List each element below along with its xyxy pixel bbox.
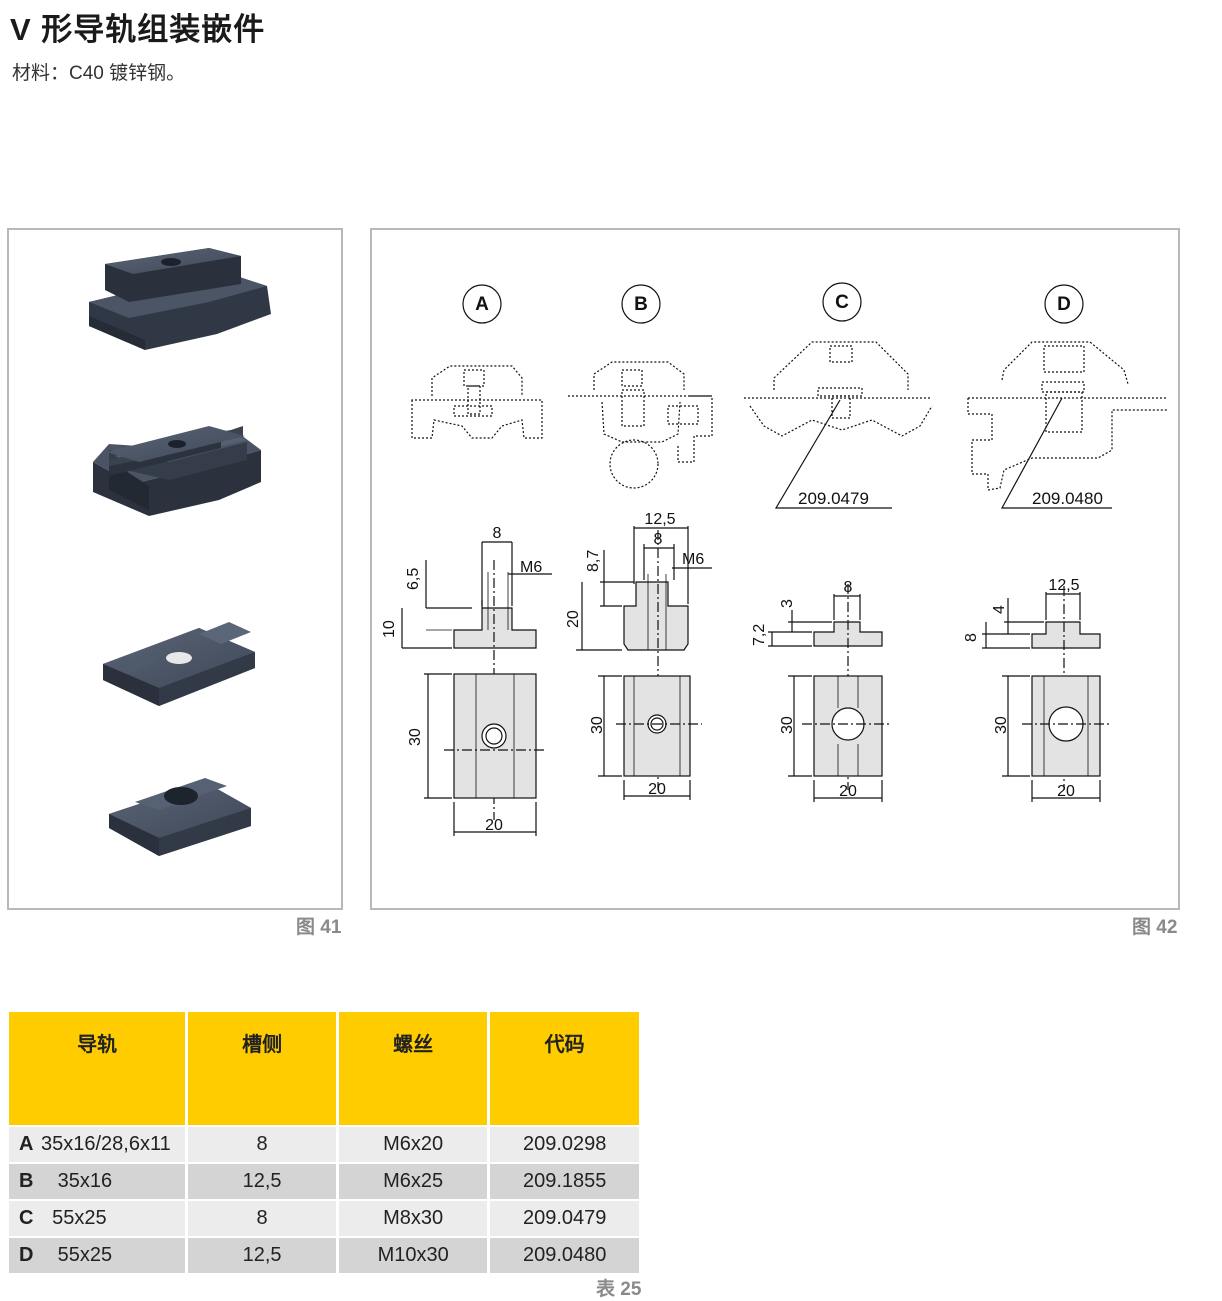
svg-text:8: 8 <box>844 579 853 596</box>
table-25-caption: 表 25 <box>596 1279 642 1300</box>
assembly-c <box>744 341 933 437</box>
table-row: D 55x25 12,5 M10x30 209.0480 <box>9 1238 639 1273</box>
svg-text:8: 8 <box>654 531 663 548</box>
svg-text:12,5: 12,5 <box>1048 577 1079 594</box>
svg-text:12,5: 12,5 <box>644 511 675 528</box>
assembly-a <box>411 365 543 439</box>
svg-text:6,5: 6,5 <box>405 568 422 590</box>
insert-render-b <box>93 426 261 516</box>
code-cell: 209.1855 <box>490 1164 639 1199</box>
figure-42-caption: 图 42 <box>1132 917 1178 938</box>
material-note: 材料：C40 镀锌钢。 <box>12 63 186 84</box>
code-cell: 209.0480 <box>490 1238 639 1273</box>
slot-cell: 8 <box>188 1201 336 1236</box>
svg-text:8: 8 <box>493 525 502 542</box>
svg-text:20: 20 <box>1057 783 1075 800</box>
figure-41-caption: 图 41 <box>296 917 342 938</box>
label-c: C <box>835 292 849 313</box>
insert-render-a <box>89 248 271 350</box>
svg-text:30: 30 <box>993 716 1010 734</box>
header-code: 代码 <box>490 1012 639 1125</box>
slot-cell: 8 <box>188 1127 336 1162</box>
variant-labels: A B C D <box>462 282 1084 324</box>
label-a: A <box>475 294 489 315</box>
screw-cell: M8x30 <box>338 1201 488 1236</box>
svg-text:20: 20 <box>839 783 857 800</box>
page-title: V 形导轨组装嵌件 <box>10 12 266 47</box>
header-rail: 导轨 <box>9 1012 186 1125</box>
assembly-b <box>568 361 713 489</box>
dims-c: 8 3 7,2 30 20 <box>751 579 892 802</box>
header-screw: 螺丝 <box>338 1012 488 1125</box>
slot-cell: 12,5 <box>188 1238 336 1273</box>
rail-cell: C 55x25 <box>9 1201 186 1236</box>
table-row: B 35x16 12,5 M6x25 209.1855 <box>9 1164 639 1199</box>
svg-text:8,7: 8,7 <box>585 550 602 572</box>
svg-text:30: 30 <box>589 716 606 734</box>
svg-text:M6: M6 <box>682 551 704 568</box>
ref-c: 209.0479 <box>798 489 869 508</box>
assembly-d <box>967 341 1168 491</box>
svg-text:8: 8 <box>963 633 980 642</box>
technical-drawing-panel: A B C D <box>370 228 1180 910</box>
table-row: C 55x25 8 M8x30 209.0479 <box>9 1201 639 1236</box>
dims-d: 12,5 4 8 30 20 <box>963 577 1110 802</box>
svg-text:3: 3 <box>779 599 796 608</box>
table-header-row: 导轨 槽侧 螺丝 代码 <box>9 1012 639 1125</box>
technical-drawing: A B C D <box>381 282 1168 836</box>
rail-cell: B 35x16 <box>9 1164 186 1199</box>
ref-d: 209.0480 <box>1032 489 1103 508</box>
svg-text:20: 20 <box>485 817 503 834</box>
product-photo-panel <box>7 228 343 910</box>
slot-cell: 12,5 <box>188 1164 336 1199</box>
dims-b: 12,5 8 M6 8,7 20 30 20 <box>565 511 712 800</box>
code-cell: 209.0479 <box>490 1201 639 1236</box>
svg-text:10: 10 <box>381 620 398 638</box>
header-slot: 槽侧 <box>188 1012 336 1125</box>
svg-text:30: 30 <box>407 728 424 746</box>
rail-cell: D 55x25 <box>9 1238 186 1273</box>
product-renders <box>89 248 271 856</box>
svg-text:20: 20 <box>648 781 666 798</box>
code-cell: 209.0298 <box>490 1127 639 1162</box>
screw-cell: M6x25 <box>338 1164 488 1199</box>
screw-cell: M6x20 <box>338 1127 488 1162</box>
svg-text:7,2: 7,2 <box>751 624 768 646</box>
svg-text:20: 20 <box>565 610 582 628</box>
svg-text:30: 30 <box>779 716 796 734</box>
label-d: D <box>1057 294 1071 315</box>
dims-a: 8 M6 6,5 10 30 20 <box>381 525 552 836</box>
label-b: B <box>634 294 648 315</box>
svg-text:4: 4 <box>991 605 1008 614</box>
svg-text:M6: M6 <box>520 559 542 576</box>
insert-render-d <box>109 778 251 856</box>
screw-cell: M10x30 <box>338 1238 488 1273</box>
insert-render-c <box>103 622 255 706</box>
